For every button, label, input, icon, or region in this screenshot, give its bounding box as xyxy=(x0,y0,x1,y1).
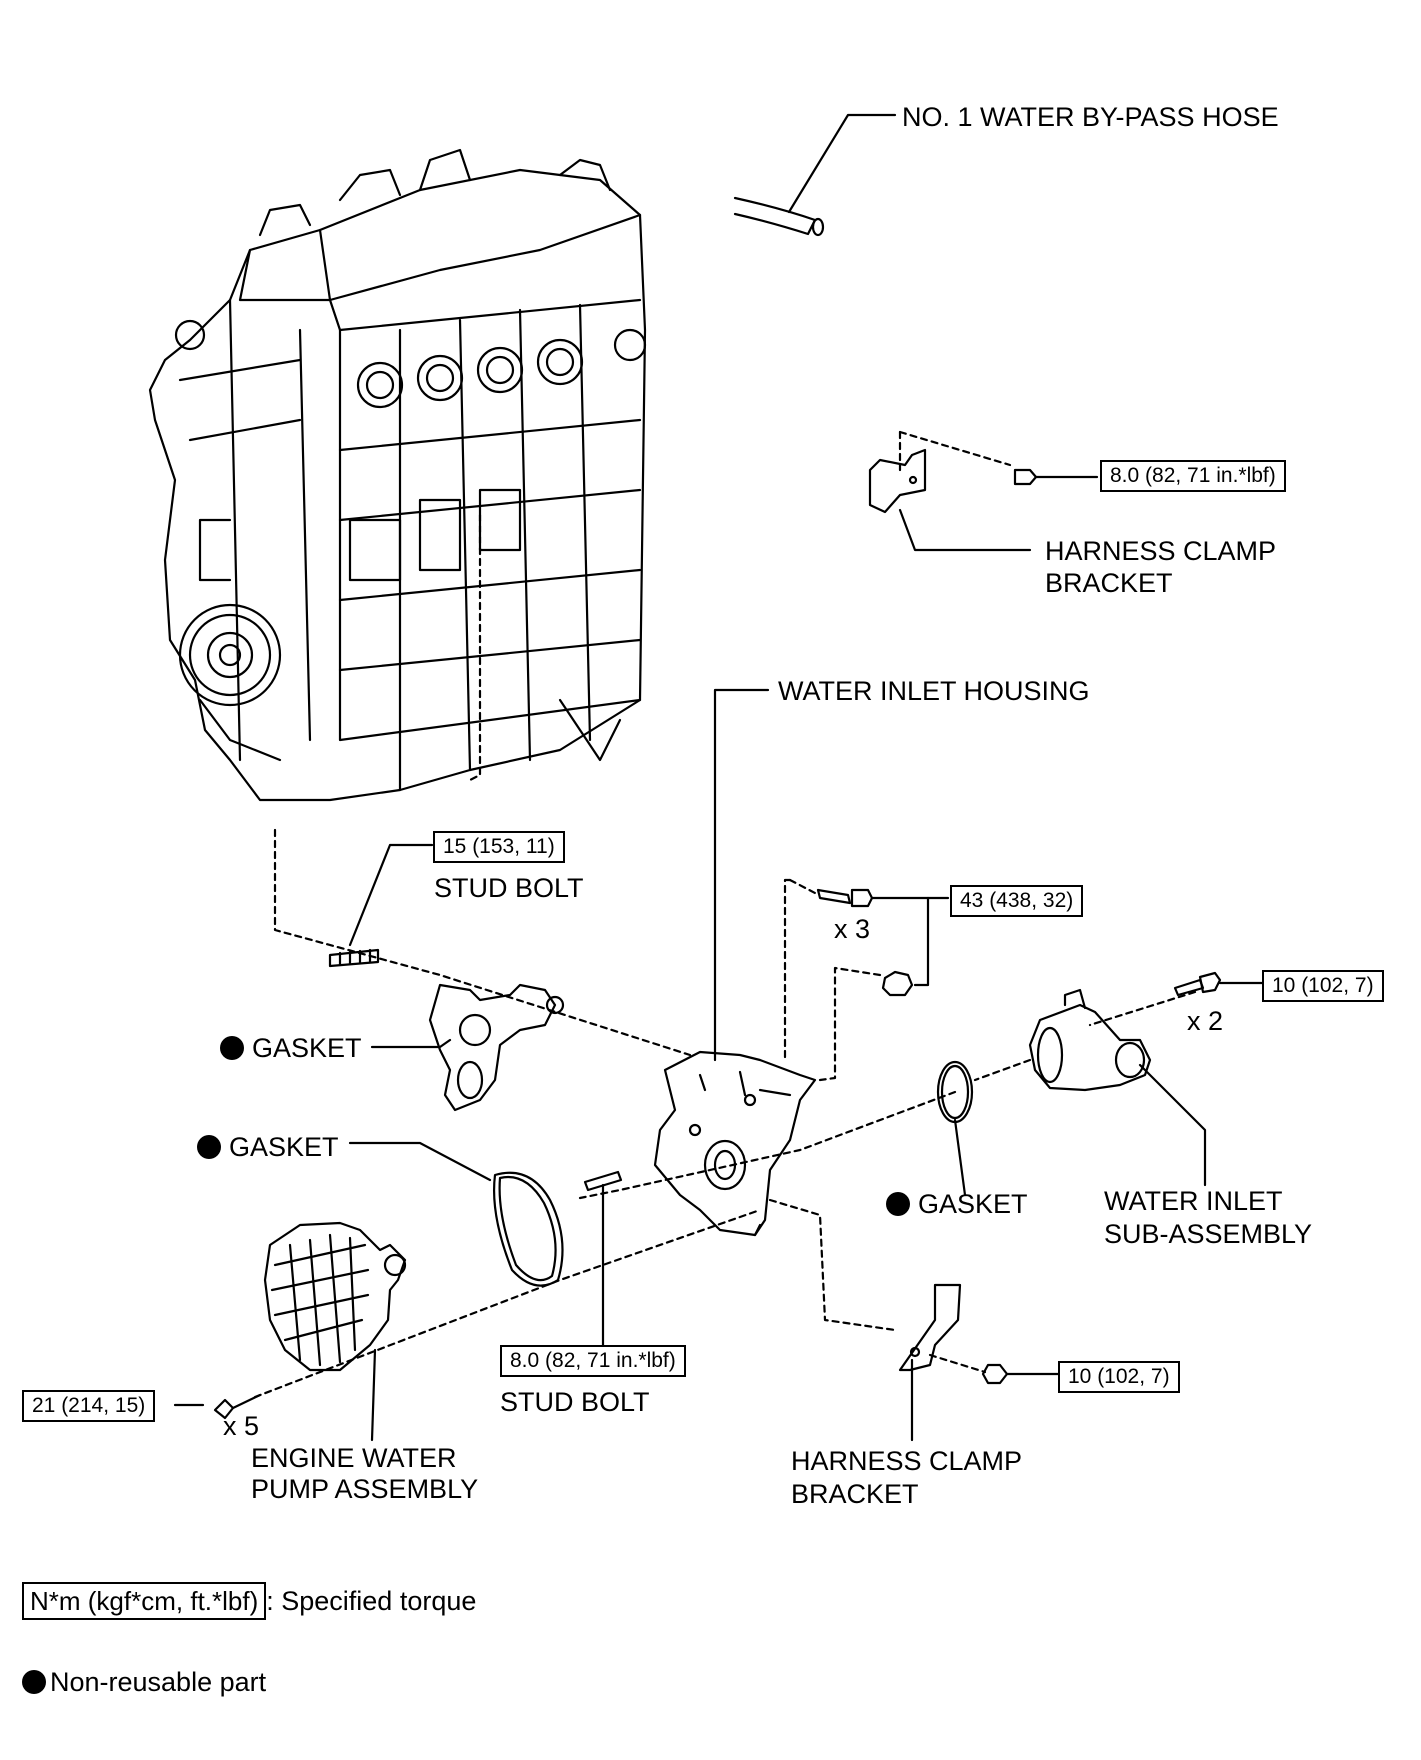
non-reusable-dot xyxy=(197,1135,221,1159)
gasket-2-label: GASKET xyxy=(197,1131,339,1164)
harness-bracket-upper xyxy=(868,448,927,514)
stud-bolt-lower-label: STUD BOLT xyxy=(500,1387,650,1417)
non-reusable-dot xyxy=(886,1192,910,1216)
water-pump-label-2: PUMP ASSEMBLY xyxy=(251,1474,479,1504)
water-pump-assembly xyxy=(263,1221,407,1372)
legend-torque: N*m (kgf*cm, ft.*lbf): Specified torque xyxy=(22,1582,476,1620)
water-pump-label-1: ENGINE WATER xyxy=(251,1443,457,1473)
torque-stud-lower: 8.0 (82, 71 in.*lbf) xyxy=(500,1345,686,1377)
legend-torque-unit: N*m (kgf*cm, ft.*lbf) xyxy=(22,1582,267,1620)
inlet-bolts-qty: x 2 xyxy=(1187,1006,1224,1036)
gasket-3-label: GASKET xyxy=(886,1188,1028,1221)
torque-inlet-bolts: 10 (102, 7) xyxy=(1262,970,1384,1002)
stud-bolt-upper-label: STUD BOLT xyxy=(434,873,584,903)
gasket-1 xyxy=(428,983,557,1112)
harness-clamp-lower-label-2: BRACKET xyxy=(791,1479,919,1509)
gasket-label: GASKET xyxy=(252,1033,362,1063)
torque-harness-lower: 10 (102, 7) xyxy=(1058,1361,1180,1393)
gasket-label: GASKET xyxy=(229,1132,339,1162)
water-inlet-housing-label: WATER INLET HOUSING xyxy=(778,676,1090,706)
harness-clamp-upper-label-2: BRACKET xyxy=(1045,568,1173,598)
stud-bolt-upper xyxy=(328,948,380,968)
bypass-hose xyxy=(733,196,817,236)
harness-bracket-lower xyxy=(898,1283,962,1372)
water-inlet-sub-label-2: SUB-ASSEMBLY xyxy=(1104,1219,1313,1249)
harness-clamp-upper-label-1: HARNESS CLAMP xyxy=(1045,536,1277,566)
engine-illustration xyxy=(148,148,647,802)
gasket-label: GASKET xyxy=(918,1189,1028,1219)
water-inlet-housing xyxy=(653,1050,817,1237)
torque-harness-upper: 8.0 (82, 71 in.*lbf) xyxy=(1100,460,1286,492)
legend-non-reusable: Non-reusable part xyxy=(22,1666,266,1699)
water-inlet-sub-label-1: WATER INLET xyxy=(1104,1186,1283,1216)
torque-stud-upper: 15 (153, 11) xyxy=(433,831,565,863)
water-inlet-sub-assembly xyxy=(1028,1003,1152,1092)
non-reusable-dot xyxy=(22,1670,46,1694)
non-reusable-dot xyxy=(220,1036,244,1060)
pump-bolts-qty: x 5 xyxy=(223,1411,260,1441)
housing-bolts-qty: x 3 xyxy=(834,914,871,944)
bypass-hose-label: NO. 1 WATER BY-PASS HOSE xyxy=(902,102,1279,132)
harness-clamp-lower-label-1: HARNESS CLAMP xyxy=(791,1446,1023,1476)
stud-bolt-lower xyxy=(583,1170,623,1192)
legend-torque-text: : Specified torque xyxy=(266,1586,477,1616)
torque-housing-bolts: 43 (438, 32) xyxy=(950,885,1084,917)
torque-pump-bolts: 21 (214, 15) xyxy=(22,1390,156,1422)
legend-non-reusable-text: Non-reusable part xyxy=(50,1667,267,1697)
gasket-1-label: GASKET xyxy=(220,1032,362,1065)
